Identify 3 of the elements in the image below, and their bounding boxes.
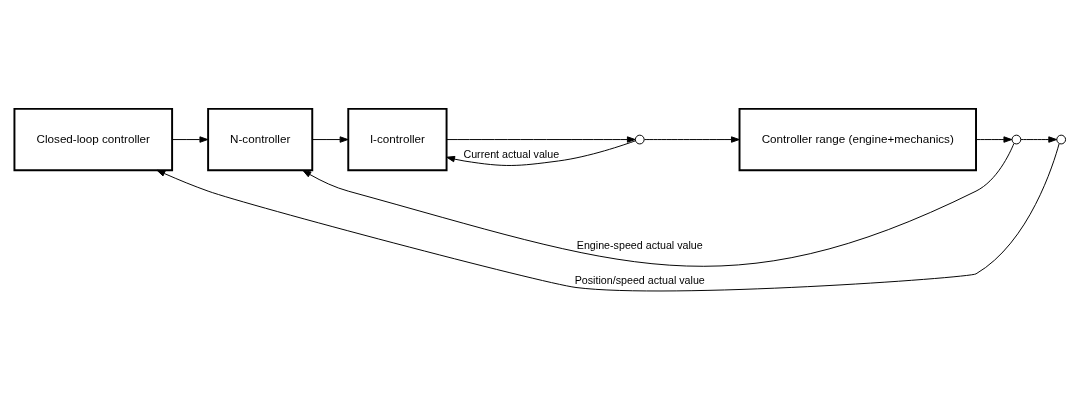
edge-label: Position/speed actual value xyxy=(574,274,705,287)
edge-label: Engine-speed actual value xyxy=(576,239,703,252)
edge-label: Current actual value xyxy=(463,147,560,160)
